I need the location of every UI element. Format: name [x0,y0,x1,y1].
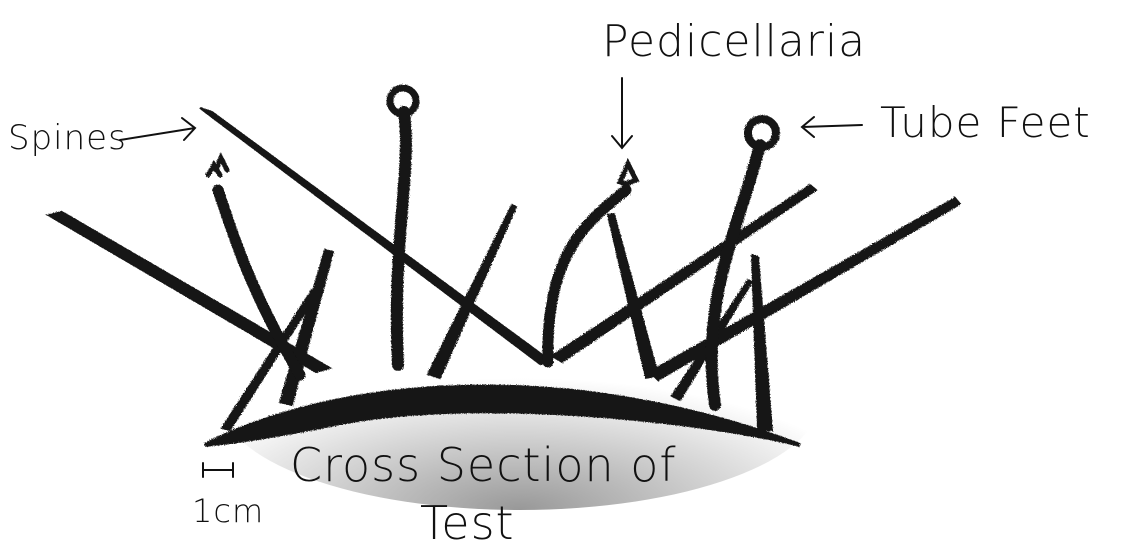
scale-bar-icon [203,463,233,477]
caption-line-2: Test [420,496,515,550]
caption-line-1: Cross Section of [290,438,677,492]
pedicellaria-center-head [620,164,636,184]
spines-label: Spines [8,118,127,158]
pedicellaria-label: Pedicellaria [602,16,866,67]
spine-far-right [650,198,960,380]
tube-feet-label: Tube Feet [880,98,1091,147]
pedicellaria-arrow-icon [612,78,632,148]
tube-feet-arrow-icon [802,117,862,137]
spines-arrow-icon [120,118,195,140]
scale-label: 1cm [192,492,264,530]
pedicellaria-left-head [208,158,227,175]
